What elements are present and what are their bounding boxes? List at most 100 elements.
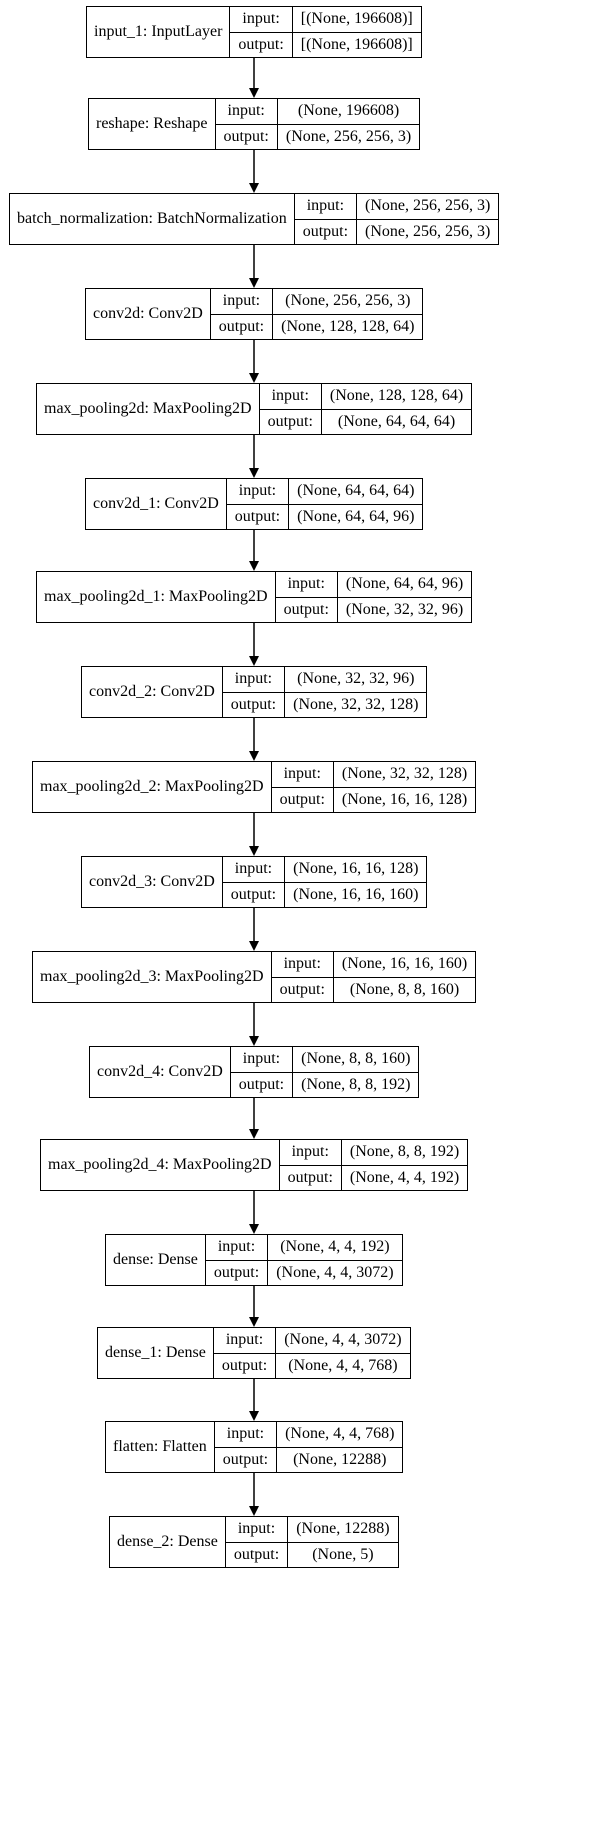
layer-name: input_1: InputLayer bbox=[87, 7, 231, 57]
layer-name: max_pooling2d_1: MaxPooling2D bbox=[37, 572, 276, 622]
output-label: output: bbox=[225, 1541, 288, 1568]
input-label: input: bbox=[238, 482, 277, 500]
arrowhead-icon bbox=[249, 1317, 259, 1327]
input-label: input: bbox=[237, 1520, 276, 1538]
input-shape: (None, 128, 128, 64) bbox=[329, 387, 464, 405]
output-shape: (None, 8, 8, 192) bbox=[293, 1071, 419, 1098]
input-shape: (None, 256, 256, 3) bbox=[365, 197, 491, 215]
layer-node-1: reshape: Reshape input: output: (None, 1… bbox=[88, 98, 421, 150]
layer-name: max_pooling2d: MaxPooling2D bbox=[37, 384, 260, 434]
arrowhead-icon bbox=[249, 1224, 259, 1234]
input-shape: (None, 16, 16, 128) bbox=[293, 860, 419, 878]
output-shape: (None, 16, 16, 160) bbox=[285, 881, 427, 908]
io-labels: input: output: bbox=[279, 1140, 342, 1190]
input-shape: (None, 64, 64, 96) bbox=[345, 575, 464, 593]
io-values: (None, 12288) (None, 5) bbox=[288, 1517, 398, 1568]
io-values: (None, 196608) (None, 256, 256, 3) bbox=[277, 99, 420, 150]
layer-node-16: dense_2: Dense input: output: (None, 122… bbox=[109, 1516, 399, 1568]
layer-node-10: max_pooling2d_3: MaxPooling2D input: out… bbox=[32, 951, 477, 1003]
output-label: output: bbox=[210, 313, 273, 340]
output-label: output: bbox=[222, 881, 285, 908]
io-values: (None, 128, 128, 64) (None, 64, 64, 64) bbox=[321, 384, 472, 435]
output-label: output: bbox=[259, 408, 321, 435]
io-values: (None, 16, 16, 160) (None, 8, 8, 160) bbox=[333, 952, 476, 1003]
io-labels: input: output: bbox=[215, 99, 278, 149]
io-values: (None, 8, 8, 192) (None, 4, 4, 192) bbox=[341, 1140, 468, 1191]
output-label: output: bbox=[271, 976, 333, 1003]
layer-name: conv2d: Conv2D bbox=[86, 289, 211, 339]
output-shape: (None, 32, 32, 96) bbox=[337, 596, 472, 623]
io-labels: input: output: bbox=[205, 1235, 269, 1285]
io-values: (None, 16, 16, 128) (None, 16, 16, 160) bbox=[285, 857, 427, 908]
input-shape: (None, 32, 32, 96) bbox=[297, 670, 415, 688]
output-shape: (None, 5) bbox=[288, 1541, 398, 1568]
layer-name: max_pooling2d_3: MaxPooling2D bbox=[33, 952, 272, 1002]
layer-name: reshape: Reshape bbox=[89, 99, 216, 149]
layer-name: dense_1: Dense bbox=[98, 1328, 214, 1378]
layer-node-11: conv2d_4: Conv2D input: output: (None, 8… bbox=[89, 1046, 420, 1098]
layer-node-15: flatten: Flatten input: output: (None, 4… bbox=[105, 1421, 404, 1473]
output-shape: [(None, 196608)] bbox=[292, 31, 421, 58]
arrowhead-icon bbox=[249, 1411, 259, 1421]
layer-node-12: max_pooling2d_4: MaxPooling2D input: out… bbox=[40, 1139, 469, 1191]
output-shape: (None, 64, 64, 64) bbox=[321, 408, 472, 435]
io-labels: input: output: bbox=[226, 479, 290, 530]
io-labels: input: output: bbox=[230, 1047, 294, 1097]
input-label: input: bbox=[234, 860, 273, 878]
layer-name: max_pooling2d_4: MaxPooling2D bbox=[41, 1140, 280, 1190]
output-label: output: bbox=[226, 503, 289, 530]
input-shape: (None, 8, 8, 192) bbox=[349, 1143, 460, 1161]
io-values: (None, 4, 4, 3072) (None, 4, 4, 768) bbox=[276, 1328, 410, 1379]
io-values: (None, 4, 4, 768) (None, 12288) bbox=[277, 1422, 403, 1472]
io-values: (None, 32, 32, 128) (None, 16, 16, 128) bbox=[333, 762, 476, 812]
io-labels: input: output: bbox=[271, 762, 334, 812]
io-labels: input: output: bbox=[271, 952, 334, 1003]
input-label: input: bbox=[217, 1238, 256, 1256]
output-shape: (None, 256, 256, 3) bbox=[277, 123, 420, 150]
output-shape: (None, 64, 64, 96) bbox=[289, 503, 423, 530]
output-shape: (None, 8, 8, 160) bbox=[333, 976, 476, 1003]
arrowhead-icon bbox=[249, 846, 259, 856]
output-label: output: bbox=[230, 31, 292, 58]
input-label: input: bbox=[227, 102, 265, 120]
io-labels: input: output: bbox=[214, 1422, 278, 1472]
io-values: (None, 256, 256, 3) (None, 256, 256, 3) bbox=[357, 194, 499, 245]
input-label: input: bbox=[242, 1050, 281, 1068]
arrowhead-icon bbox=[249, 1129, 259, 1139]
arrowhead-icon bbox=[249, 941, 259, 951]
arrowhead-icon bbox=[249, 751, 259, 761]
layer-name: dense: Dense bbox=[106, 1235, 206, 1285]
input-shape: (None, 16, 16, 160) bbox=[341, 955, 468, 973]
io-labels: input: output: bbox=[210, 289, 274, 340]
input-label: input: bbox=[271, 387, 309, 405]
io-labels: input: output: bbox=[222, 857, 286, 908]
io-labels: input: output: bbox=[222, 667, 286, 718]
input-label: input: bbox=[291, 1143, 329, 1161]
io-labels: input: output: bbox=[213, 1328, 277, 1379]
input-label: input: bbox=[225, 1331, 264, 1349]
output-shape: (None, 4, 4, 768) bbox=[276, 1352, 410, 1379]
output-shape: (None, 256, 256, 3) bbox=[357, 218, 499, 245]
layer-node-14: dense_1: Dense input: output: (None, 4, … bbox=[97, 1327, 411, 1379]
layer-name: flatten: Flatten bbox=[106, 1422, 215, 1472]
io-values: (None, 8, 8, 160) (None, 8, 8, 192) bbox=[293, 1047, 419, 1098]
input-shape: (None, 196608) bbox=[297, 102, 400, 120]
layer-name: dense_2: Dense bbox=[110, 1517, 226, 1567]
arrowhead-icon bbox=[249, 561, 259, 571]
output-shape: (None, 4, 4, 192) bbox=[341, 1164, 468, 1191]
input-shape: (None, 4, 4, 3072) bbox=[284, 1331, 402, 1349]
output-label: output: bbox=[213, 1352, 276, 1379]
io-labels: input: output: bbox=[230, 7, 293, 58]
layer-node-9: conv2d_3: Conv2D input: output: (None, 1… bbox=[81, 856, 428, 908]
layer-node-3: conv2d: Conv2D input: output: (None, 256… bbox=[85, 288, 424, 340]
output-label: output: bbox=[222, 691, 285, 718]
arrowhead-icon bbox=[249, 278, 259, 288]
input-shape: (None, 12288) bbox=[296, 1520, 390, 1538]
input-label: input: bbox=[226, 1425, 265, 1443]
output-shape: (None, 128, 128, 64) bbox=[273, 313, 423, 340]
arrowhead-icon bbox=[249, 1506, 259, 1516]
io-values: (None, 32, 32, 96) (None, 32, 32, 128) bbox=[285, 667, 427, 717]
input-label: input: bbox=[306, 197, 345, 215]
arrowhead-icon bbox=[249, 656, 259, 666]
